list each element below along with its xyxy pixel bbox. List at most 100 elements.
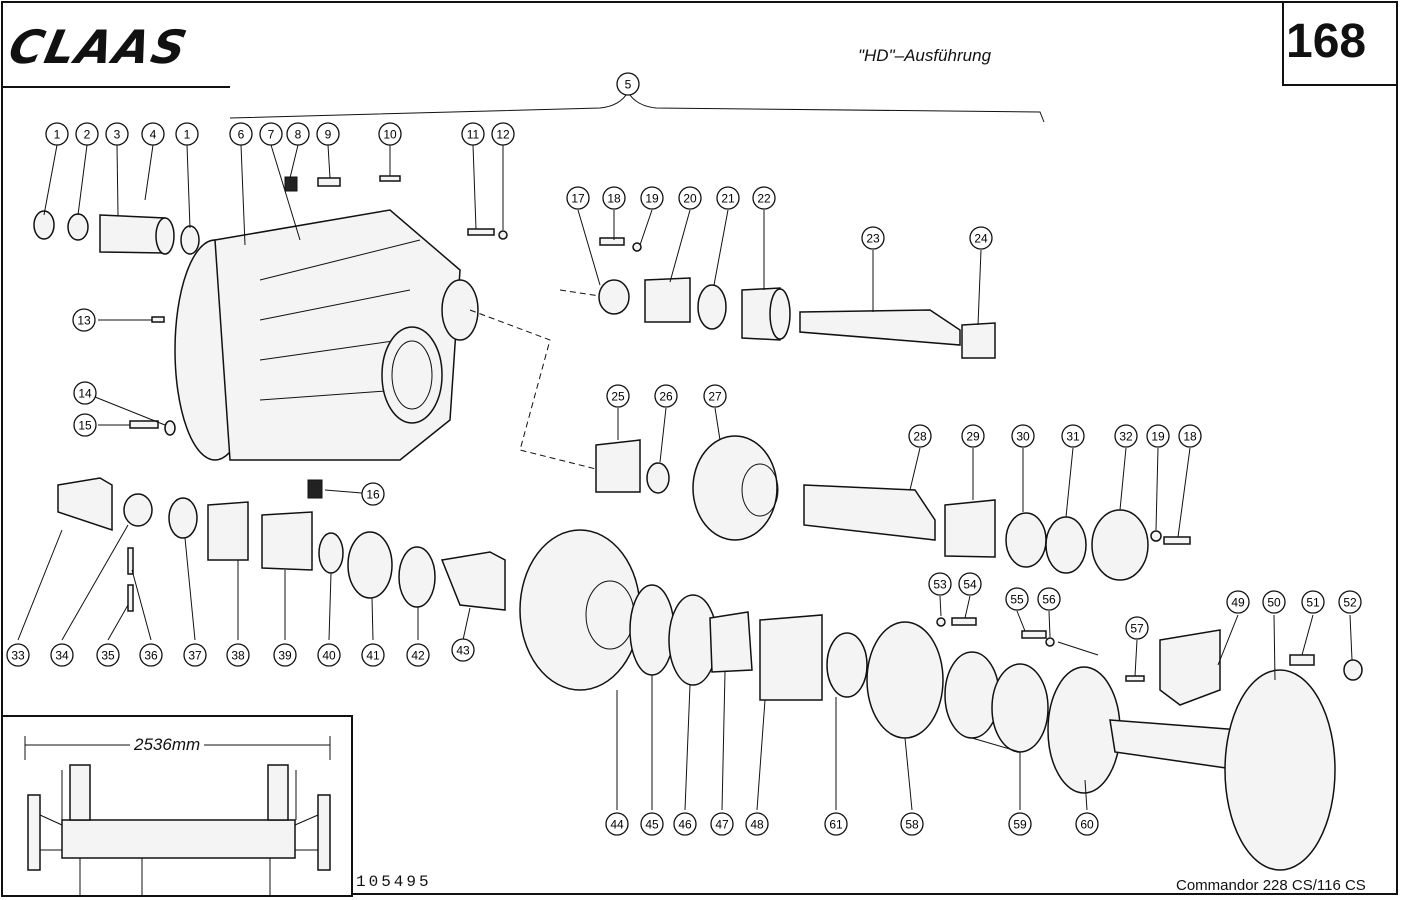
inset-dimension-label: 2536mm	[130, 735, 205, 755]
callout-6: 6	[229, 122, 253, 146]
callout-59: 59	[1008, 812, 1032, 836]
callout-label: 6	[238, 128, 245, 142]
callout-41: 41	[361, 643, 385, 667]
callout-label: 13	[77, 314, 91, 328]
callout-39: 39	[273, 643, 297, 667]
callout-label: 32	[1119, 430, 1133, 444]
callout-label: 36	[144, 649, 158, 663]
callout-label: 1	[54, 128, 61, 142]
callout-label: 54	[963, 578, 977, 592]
callout-label: 15	[78, 419, 92, 433]
callout-13: 13	[72, 308, 96, 332]
pinion-shaft	[799, 309, 961, 346]
callout-12: 12	[491, 122, 515, 146]
callout-label: 43	[456, 644, 470, 658]
callout-56: 56	[1037, 587, 1061, 611]
document-number: 105495	[356, 873, 432, 891]
callout-label: 47	[715, 818, 729, 832]
callout-22: 22	[752, 186, 776, 210]
callout-40: 40	[317, 643, 341, 667]
callout-14: 14	[73, 381, 97, 405]
callout-57: 57	[1125, 616, 1149, 640]
callout-label: 1	[184, 128, 191, 142]
callout-label: 40	[322, 649, 336, 663]
callout-4: 4	[141, 122, 165, 146]
callout-17: 17	[566, 186, 590, 210]
callout-label: 58	[905, 818, 919, 832]
washer-small	[498, 230, 508, 240]
callout-51: 51	[1301, 590, 1325, 614]
callout-label: 52	[1343, 596, 1357, 610]
callout-label: 59	[1013, 818, 1027, 832]
callout-42: 42	[406, 643, 430, 667]
callout-38: 38	[226, 643, 250, 667]
callout-label: 27	[708, 390, 722, 404]
callout-label: 3	[114, 128, 121, 142]
wheel-flange-50	[1224, 669, 1336, 871]
callout-label: 23	[866, 232, 880, 246]
callout-44: 44	[605, 812, 629, 836]
callout-7: 7	[259, 122, 283, 146]
callout-2: 2	[75, 122, 99, 146]
callout-label: 44	[610, 818, 624, 832]
callout-label: 8	[295, 128, 302, 142]
plug	[284, 176, 298, 192]
callout-label: 48	[750, 818, 764, 832]
callout-label: 37	[188, 649, 202, 663]
callout-54: 54	[958, 572, 982, 596]
page-number-underline	[1282, 84, 1398, 86]
callout-15: 15	[73, 413, 97, 437]
callout-label: 25	[611, 390, 625, 404]
callout-label: 7	[268, 128, 275, 142]
callout-label: 49	[1231, 596, 1245, 610]
callout-label: 10	[383, 128, 397, 142]
callout-label: 19	[1151, 430, 1165, 444]
callout-label: 51	[1306, 596, 1320, 610]
page-number-divider	[1282, 2, 1284, 84]
callout-37: 37	[183, 643, 207, 667]
callout-label: 24	[974, 232, 988, 246]
callout-label: 30	[1016, 430, 1030, 444]
page-number: 168	[1286, 15, 1367, 68]
callout-55: 55	[1005, 587, 1029, 611]
callout-10: 10	[378, 122, 402, 146]
callout-53: 53	[928, 572, 952, 596]
callout-label: 46	[678, 818, 692, 832]
callout-label: 19	[645, 192, 659, 206]
bolt	[467, 228, 495, 236]
callout-label: 21	[721, 192, 735, 206]
callout-label: 53	[933, 578, 947, 592]
callout-label: 57	[1130, 622, 1144, 636]
callout-label: 29	[966, 430, 980, 444]
callout-label: 2	[84, 128, 91, 142]
spur-gear-27	[692, 435, 778, 541]
callout-label: 5	[625, 78, 632, 92]
callout-label: 11	[467, 128, 480, 142]
callout-50: 50	[1262, 590, 1286, 614]
callout-label: 20	[683, 192, 697, 206]
callout-label: 17	[571, 192, 585, 206]
callout-label: 14	[78, 387, 92, 401]
callout-label: 55	[1010, 593, 1024, 607]
callout-61: 61	[824, 812, 848, 836]
callout-label: 18	[607, 192, 621, 206]
callout-1: 1	[45, 122, 69, 146]
callout-label: 12	[496, 128, 510, 142]
callout-33: 33	[6, 643, 30, 667]
callout-29: 29	[961, 424, 985, 448]
callout-16: 16	[361, 482, 385, 506]
callout-48: 48	[745, 812, 769, 836]
callout-28: 28	[908, 424, 932, 448]
callout-23: 23	[861, 226, 885, 250]
callout-35: 35	[96, 643, 120, 667]
callout-label: 38	[231, 649, 245, 663]
callout-27: 27	[703, 384, 727, 408]
callout-label: 31	[1066, 430, 1080, 444]
callout-19: 19	[1146, 424, 1170, 448]
axle-housing	[174, 209, 479, 461]
circlip	[33, 210, 55, 240]
callout-34: 34	[50, 643, 74, 667]
callout-49: 49	[1226, 590, 1250, 614]
callout-45: 45	[640, 812, 664, 836]
